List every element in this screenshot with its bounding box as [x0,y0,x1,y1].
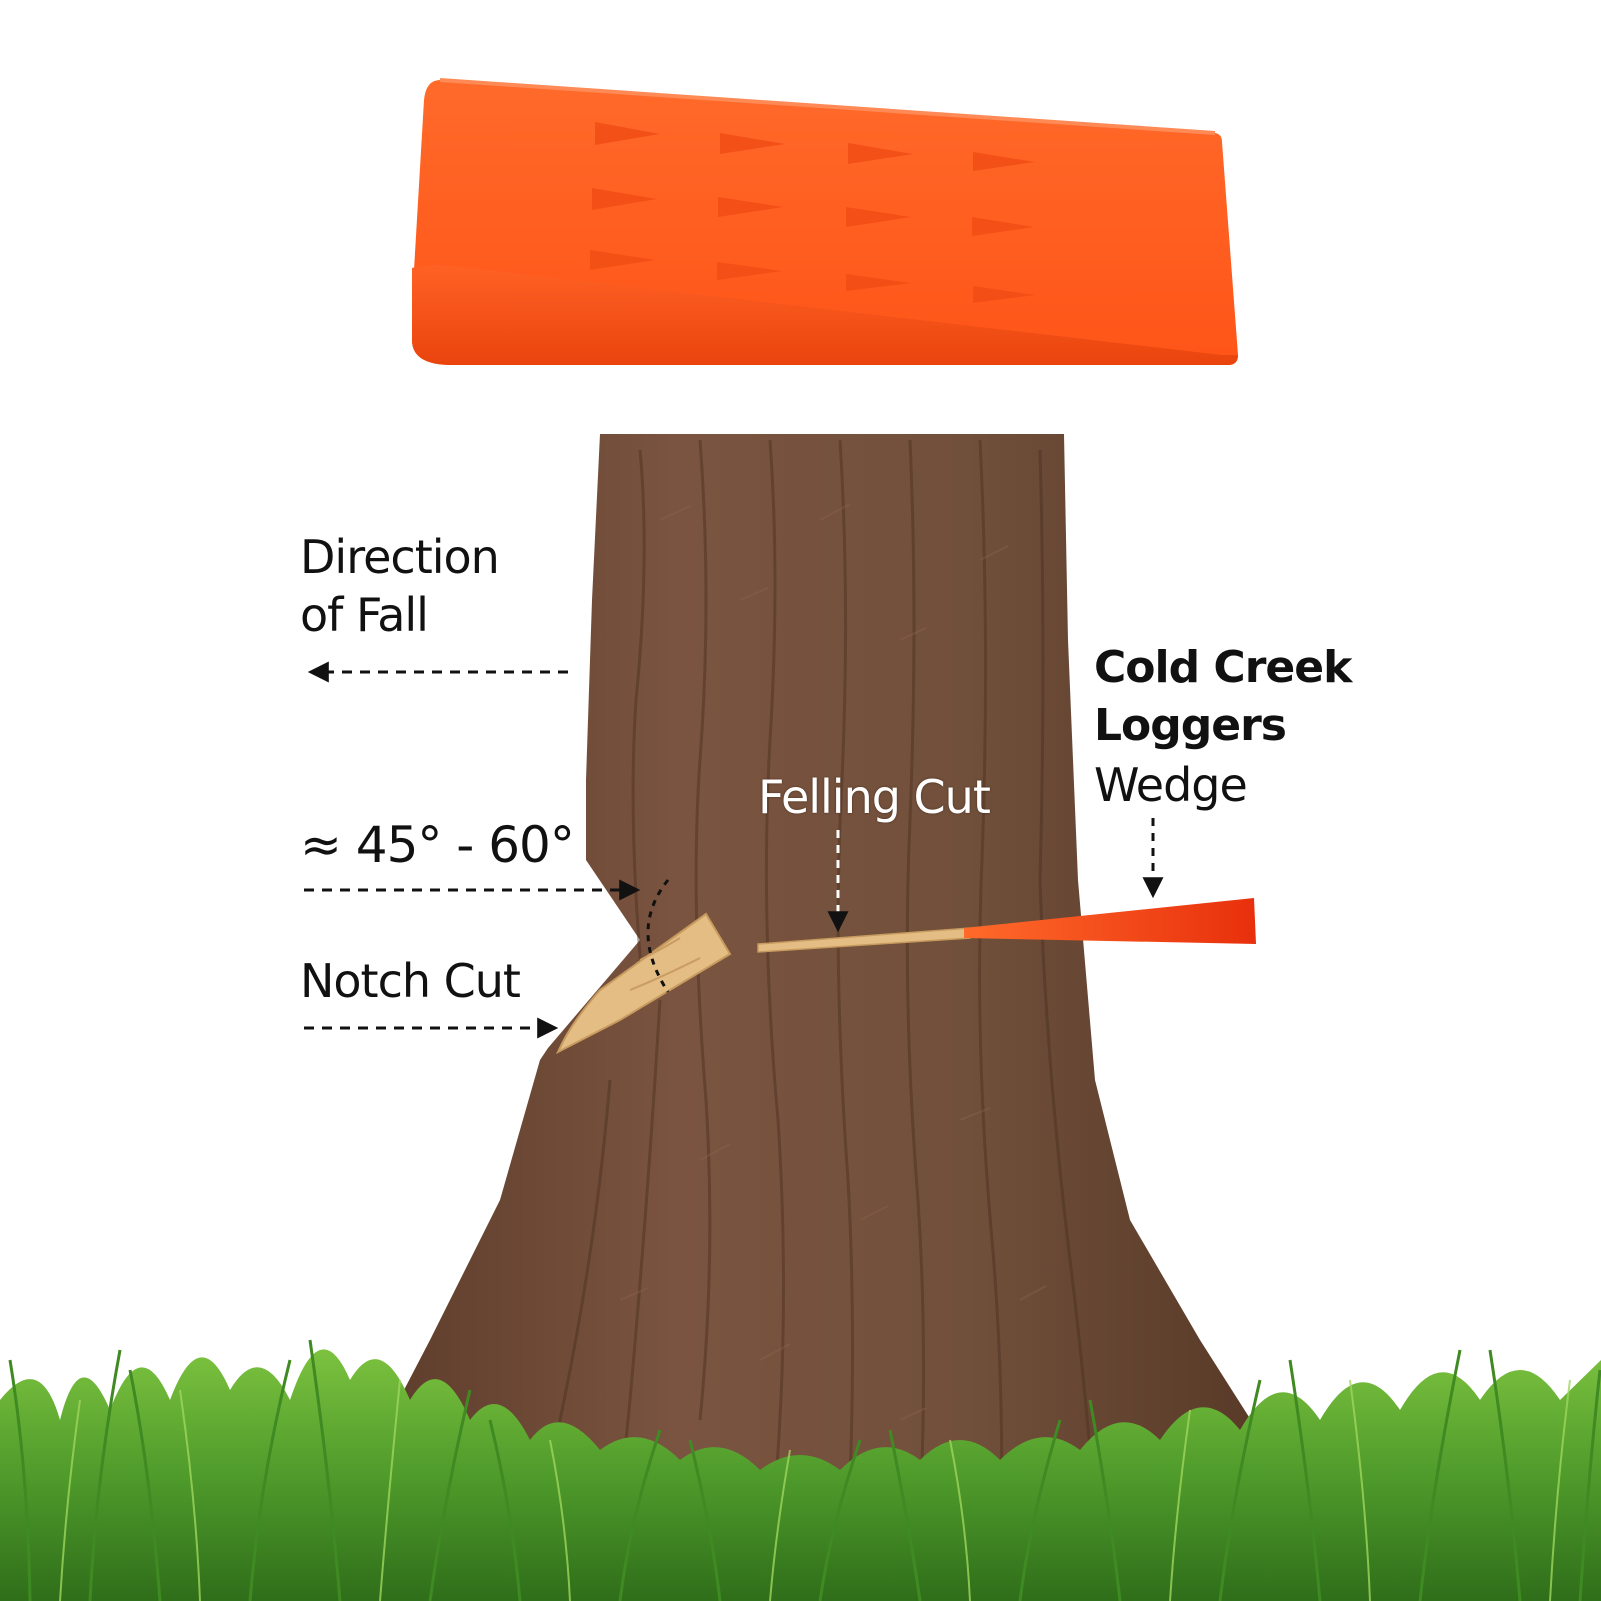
grass-icon [0,1339,1601,1601]
angle-label: ≈ 45° - 60° [300,816,575,874]
felling-cut-label: Felling Cut [758,770,991,824]
angle-arc [646,879,670,993]
brand-label-line3: Wedge [1094,758,1248,812]
wedge-product-icon [412,78,1238,365]
notch-cut-label: Notch Cut [300,954,521,1008]
direction-of-fall-label-line2: of Fall [300,588,429,642]
direction-of-fall-label: Direction [300,530,500,584]
brand-label-line2: Loggers [1094,700,1287,751]
brand-label-line1: Cold Creek [1094,642,1352,693]
felling-cut-line [757,898,1256,953]
notch-cut-area [555,912,732,1055]
